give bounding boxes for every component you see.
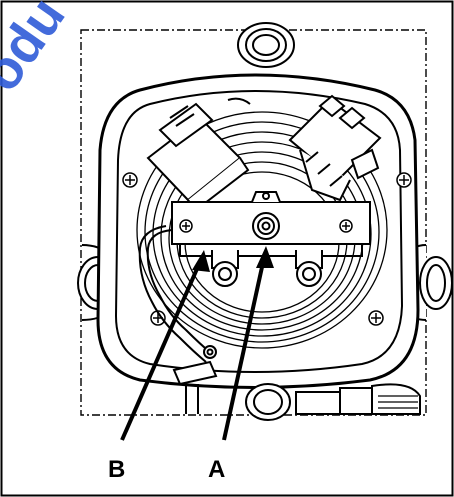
label-b: B	[108, 456, 125, 483]
screw-top-left	[122, 172, 138, 188]
bottom-cable	[172, 360, 218, 414]
label-a: A	[208, 456, 225, 483]
bottom-fitting	[245, 383, 421, 421]
terminal-left	[211, 250, 239, 287]
terminal-right	[295, 250, 323, 287]
bracket-screw-left	[179, 219, 193, 233]
screw-top-right	[396, 172, 412, 188]
top-fitting	[237, 22, 295, 68]
callout-arrow-a	[222, 246, 274, 441]
center-terminal	[252, 212, 280, 240]
wire-left	[138, 225, 217, 363]
connector-block-right	[288, 94, 382, 202]
bracket-screw-right	[339, 219, 353, 233]
bracket-screws	[179, 219, 353, 233]
callout-arrow-b	[120, 250, 210, 441]
screw-bottom-right	[368, 310, 384, 326]
heating-coil-rings	[136, 111, 388, 349]
thermostat-block-left	[146, 97, 251, 212]
element-terminals	[211, 250, 323, 287]
